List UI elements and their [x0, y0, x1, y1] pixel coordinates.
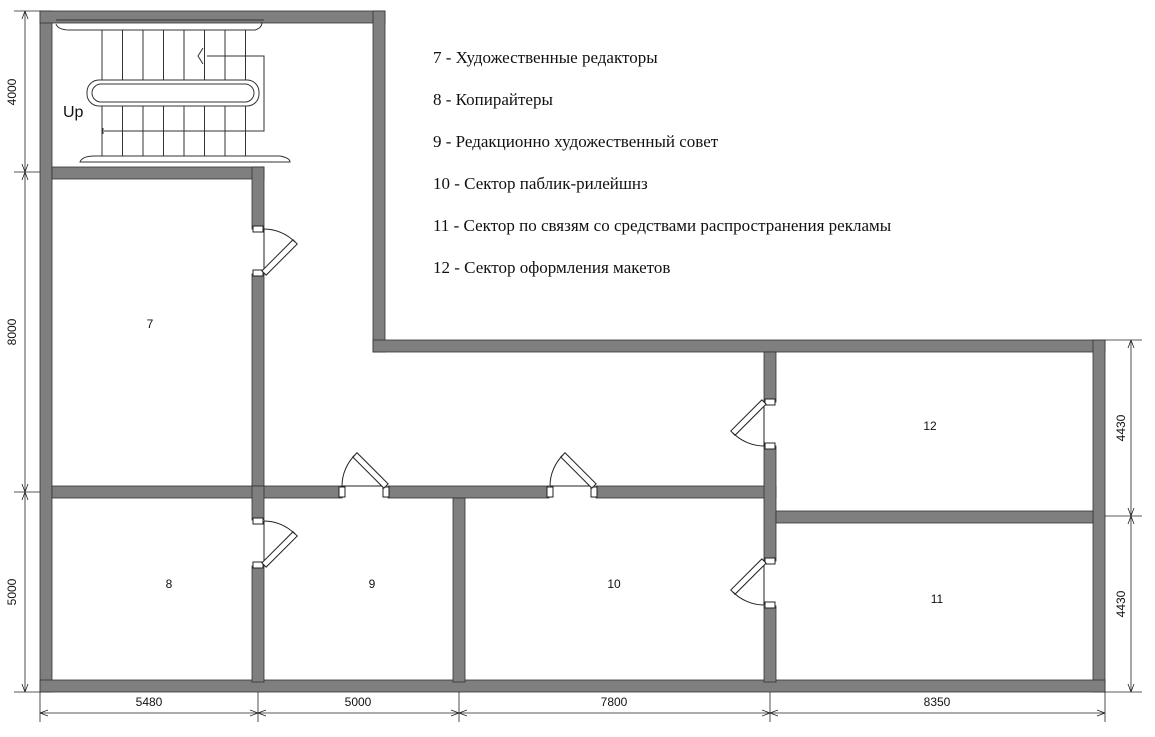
wall-right — [1092, 339, 1106, 693]
legend-item-9: 9 - Редакционно художественный совет — [433, 132, 719, 151]
dimension-left-3: 5000 — [5, 578, 19, 605]
wall-top — [39, 10, 386, 24]
dimension-left-1: 4000 — [5, 78, 19, 105]
stair-landing-inner — [91, 83, 255, 103]
legend-item-8: 8 - Копирайтеры — [433, 90, 553, 109]
legend-item-7: 7 - Художественные редакторы — [433, 48, 658, 67]
door-room7 — [252, 225, 298, 277]
dimension-left-2: 8000 — [5, 318, 19, 345]
door-room11 — [730, 557, 776, 609]
wall-horizontal-b — [387, 485, 550, 499]
wall-mid-top — [372, 339, 1106, 353]
doors — [252, 225, 776, 609]
door-room10 — [546, 452, 598, 498]
door-room12 — [730, 398, 776, 450]
dimension-bottom-4: 8350 — [924, 695, 951, 709]
wall-bottom — [39, 679, 1106, 693]
dimension-bottom-2: 5000 — [345, 695, 372, 709]
wall-room7-right-lower — [251, 273, 265, 497]
dimension-bottom: 5480 5000 7800 8350 — [39, 692, 1106, 722]
wall-room9-right — [452, 497, 466, 683]
dimension-bottom-1: 5480 — [136, 695, 163, 709]
room-label-7: 7 — [147, 317, 154, 331]
wall-room12-left-mid — [763, 445, 777, 562]
wall-horizontal-c — [595, 485, 777, 499]
wall-room12-left-upper — [763, 351, 777, 403]
wall-horizontal-a — [51, 485, 343, 499]
dimension-left: 4000 8000 5000 — [5, 10, 40, 693]
wall-room8-right-upper — [251, 485, 265, 521]
dimension-right-2: 4430 — [1114, 590, 1128, 617]
room-label-10: 10 — [607, 577, 621, 591]
dimension-bottom-3: 7800 — [601, 695, 628, 709]
stair-direction-line — [104, 55, 265, 132]
wall-room11-left-lower — [763, 605, 777, 683]
room-label-8: 8 — [166, 577, 173, 591]
room-label-11: 11 — [931, 592, 944, 606]
room-labels: 7 8 9 10 11 12 — [147, 317, 944, 606]
wall-room12-bottom — [775, 510, 1094, 524]
outer-walls — [39, 10, 1106, 693]
wall-left — [39, 10, 53, 693]
wall-room7-right-upper — [251, 166, 265, 230]
wall-upper-right — [372, 10, 386, 353]
room-label-9: 9 — [369, 577, 376, 591]
interior-walls — [51, 166, 1094, 683]
door-room9 — [338, 452, 390, 498]
legend: 7 - Художественные редакторы 8 - Копирай… — [433, 46, 891, 298]
dimension-right-1: 4430 — [1114, 414, 1128, 441]
staircase: Up — [55, 19, 291, 163]
wall-room8-right-lower — [251, 565, 265, 683]
wall-stair-bottom — [51, 166, 265, 180]
stairs-up-label: Up — [63, 104, 84, 121]
door-room8 — [252, 517, 298, 569]
legend-item-10: 10 - Сектор паблик-рилейшнз — [433, 174, 648, 193]
legend-item-12: 12 - Сектор оформления макетов — [433, 258, 671, 277]
legend-item-11: 11 - Сектор по связям со средствами расп… — [433, 216, 892, 235]
dimension-right: 4430 4430 — [1105, 339, 1142, 693]
arrow-icon — [197, 47, 204, 65]
room-label-12: 12 — [923, 419, 937, 433]
